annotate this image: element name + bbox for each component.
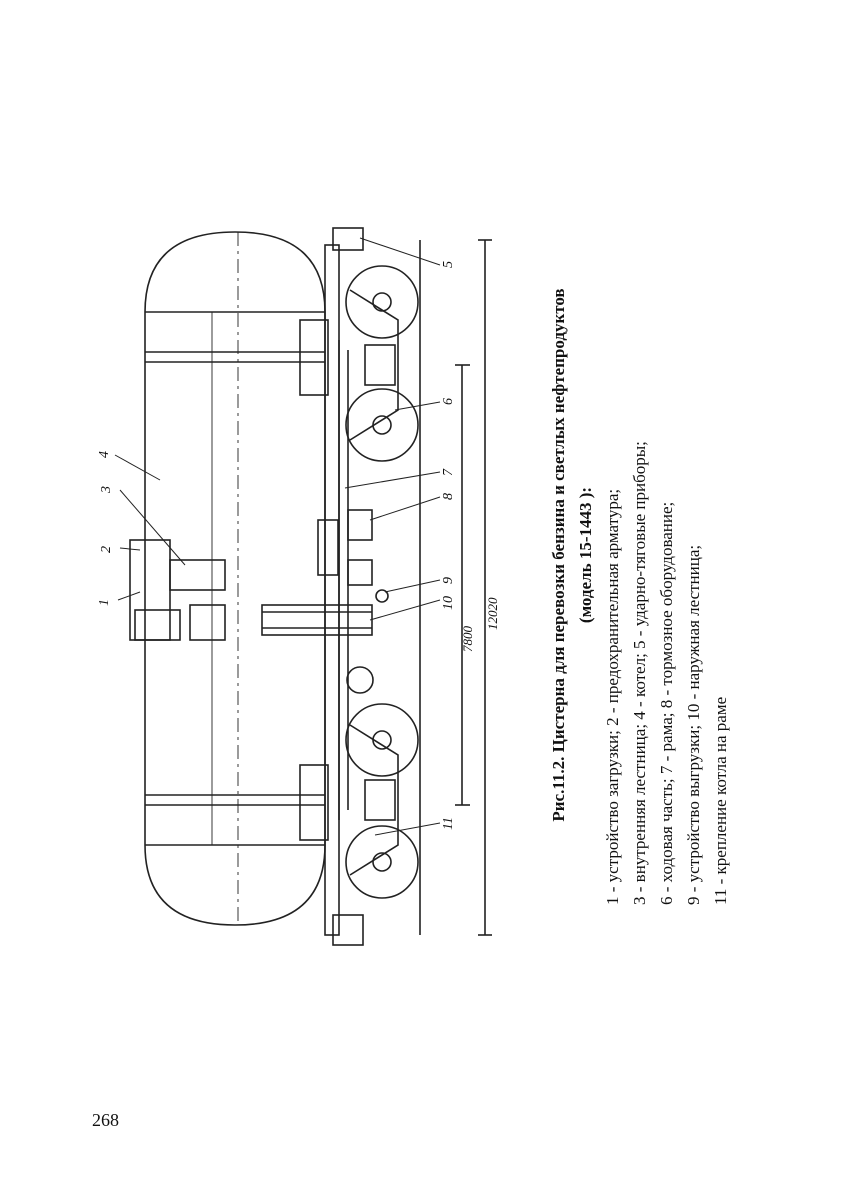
part-label-4: 4	[97, 451, 112, 458]
coupler-top	[332, 227, 364, 251]
frame	[324, 244, 340, 936]
part-label-3: 3	[99, 486, 114, 494]
caption-legend-line2: 3 - внутренняя лестница; 4 - котел; 5 - …	[630, 441, 649, 905]
tank-boiler	[144, 231, 326, 926]
dimension-overall-length: 12020	[485, 597, 500, 630]
part-label-10: 10	[441, 596, 456, 610]
caption-legend-line4: 9 - устройство выгрузки; 10 - наружная л…	[684, 544, 703, 905]
caption-legend-line1: 1 - устройство загрузки; 2 - предохранит…	[603, 488, 622, 905]
dimension-bogie-base: 7800	[460, 626, 475, 653]
part-label-9: 9	[441, 577, 456, 584]
caption-legend-line3: 6 - ходовая часть; 7 - рама; 8 - тормозн…	[657, 501, 676, 905]
figure-caption: Рис.11.2. Цистерна для перевозки бензина…	[545, 0, 734, 905]
part-label-7: 7	[441, 468, 456, 476]
page-number: 268	[92, 1110, 119, 1130]
part-label-8: 8	[441, 493, 456, 500]
caption-title-line2: (модель 15-1443 ):	[576, 486, 595, 624]
part-label-1: 1	[97, 599, 112, 606]
part-label-5: 5	[441, 261, 456, 268]
part-label-2: 2	[99, 546, 114, 553]
coupler-bottom	[332, 914, 364, 946]
caption-legend-line5: 11 - крепление котла на раме	[711, 696, 730, 905]
part-label-11: 11	[441, 817, 456, 830]
caption-title-line1: Рис.11.2. Цистерна для перевозки бензина…	[549, 288, 568, 822]
part-label-6: 6	[441, 398, 456, 405]
